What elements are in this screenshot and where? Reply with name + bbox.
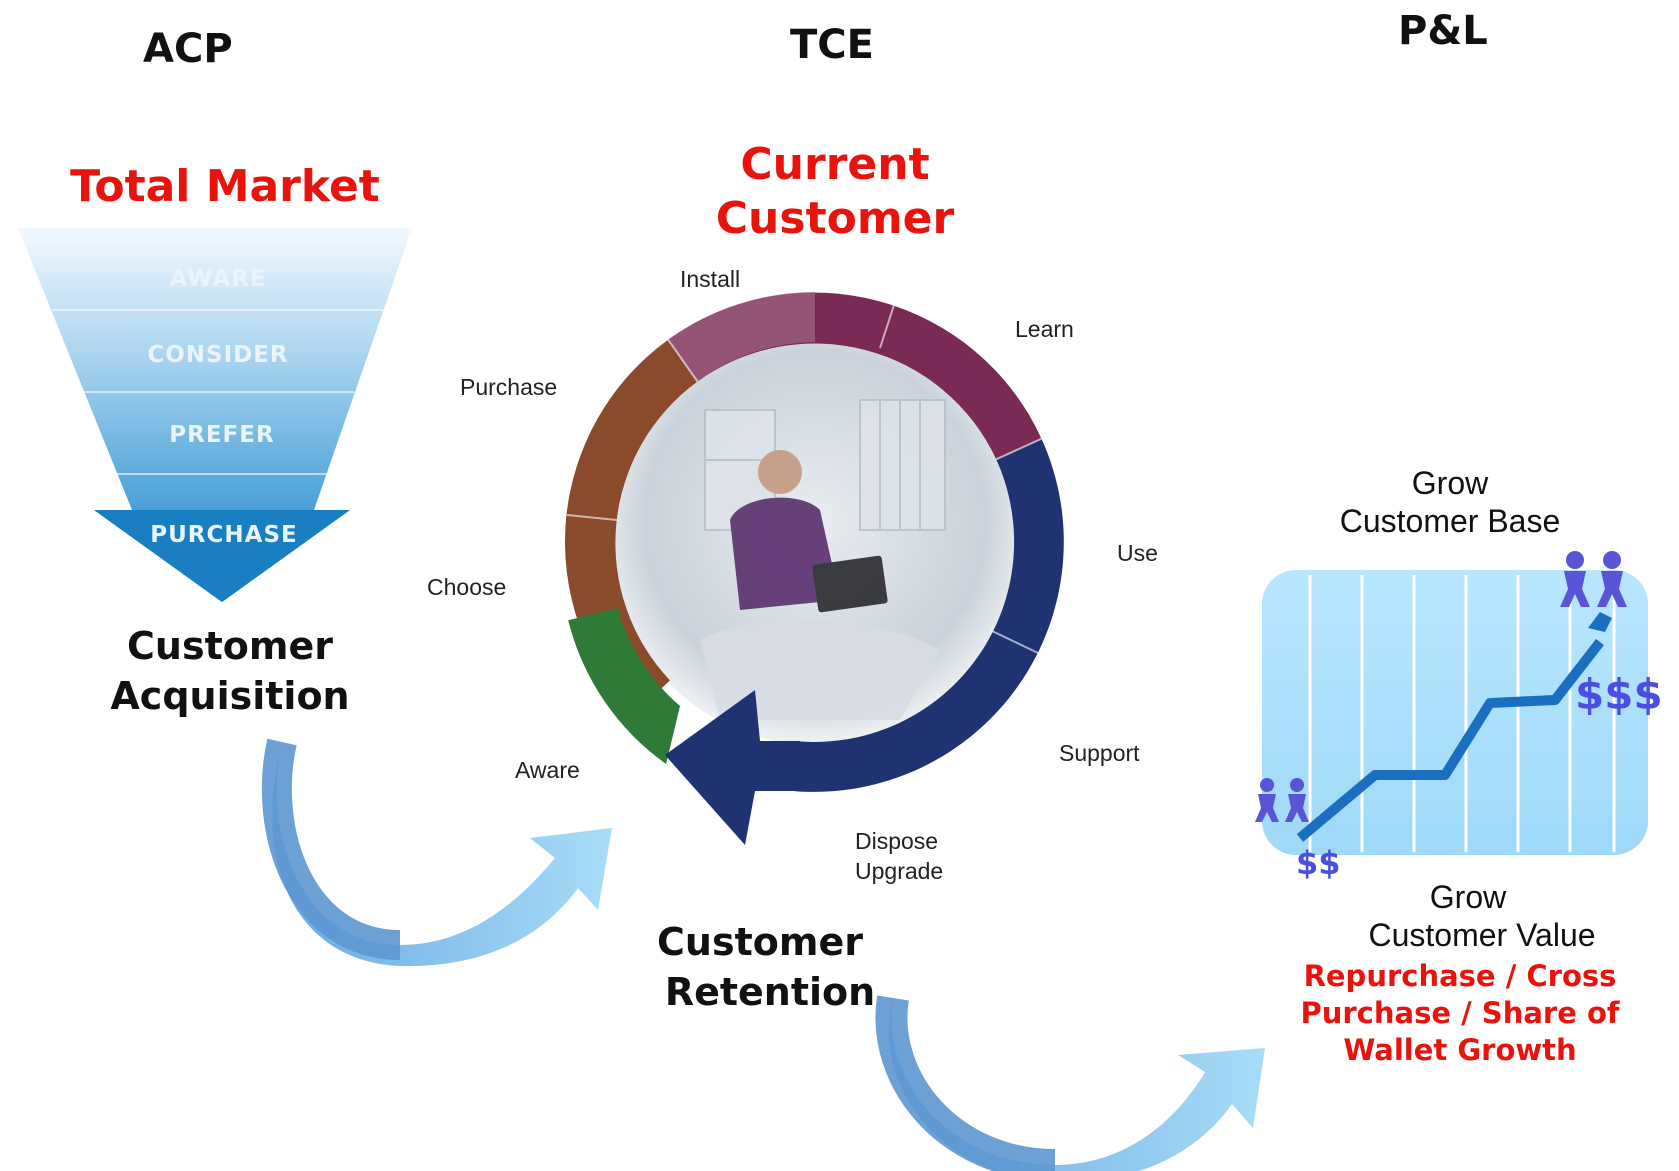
header-tce: TCE — [790, 22, 874, 68]
funnel-stage-consider: CONSIDER — [147, 342, 289, 368]
current-customer-title-line1: Current — [740, 139, 930, 190]
growth-line-icon — [1262, 570, 1648, 855]
funnel-stage-purchase: PURCHASE — [150, 522, 298, 548]
people-icon — [1560, 551, 1627, 607]
header-acp: ACP — [143, 26, 233, 72]
stage-install: Install — [680, 266, 741, 292]
stage-learn: Learn — [1015, 316, 1074, 342]
total-market-title: Total Market — [70, 161, 380, 212]
curved-arrow-icon — [261, 738, 612, 967]
stage-upgrade: Upgrade — [855, 858, 944, 884]
people-icon — [1255, 778, 1309, 822]
person-laptop-photo — [700, 399, 946, 720]
stage-support: Support — [1059, 740, 1140, 766]
stage-purchase: Purchase — [460, 374, 558, 400]
high-money: $$$ — [1575, 670, 1663, 719]
funnel-stage-aware: AWARE — [169, 266, 267, 292]
header-pl: P&L — [1398, 8, 1488, 54]
cycle-ring-icon — [565, 292, 1064, 845]
funnel-icon — [18, 228, 412, 602]
grow-value-line1: Grow — [1429, 879, 1507, 915]
growth-sub-line1: Repurchase / Cross — [1303, 959, 1617, 993]
grow-value-line2: Customer Value — [1368, 917, 1596, 953]
grow-base-line2: Customer Base — [1339, 503, 1561, 539]
retention-caption-line2: Retention — [664, 970, 876, 1014]
acquisition-caption-line1: Customer — [127, 624, 333, 668]
growth-sub-line2: Purchase / Share of — [1300, 996, 1620, 1030]
stage-dispose: Dispose — [855, 828, 939, 854]
growth-sub-line3: Wallet Growth — [1343, 1033, 1577, 1067]
stage-use: Use — [1117, 540, 1158, 566]
acquisition-caption-line2: Acquisition — [110, 674, 350, 718]
current-customer-title-line2: Customer — [715, 193, 955, 244]
retention-caption-line1: Customer — [657, 920, 863, 964]
stage-aware: Aware — [515, 757, 580, 783]
funnel-stage-prefer: PREFER — [169, 422, 275, 448]
stage-choose: Choose — [427, 574, 507, 600]
curved-arrow-icon — [875, 995, 1265, 1171]
low-money: $$ — [1296, 844, 1341, 882]
grow-base-line1: Grow — [1411, 465, 1489, 501]
